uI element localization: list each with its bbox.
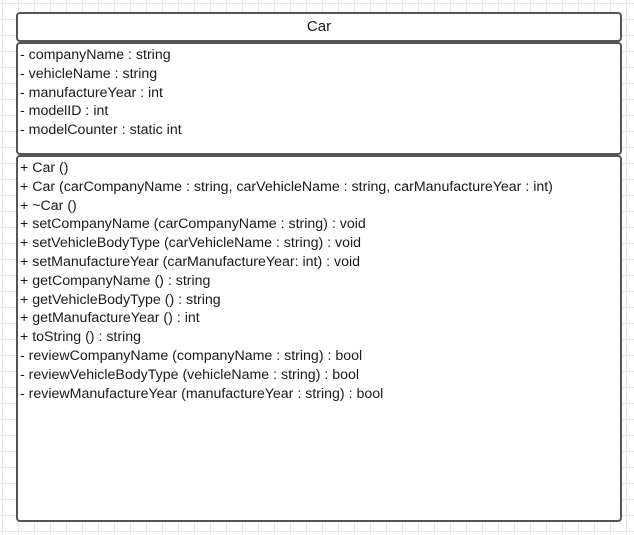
operation-row[interactable]: - reviewManufactureYear (manufactureYear… [20,385,384,402]
operation-row[interactable]: + Car () [20,160,69,176]
attribute-row[interactable]: - modelID : int [20,103,109,120]
operation-row[interactable]: - reviewVehicleBodyType (vehicleName : s… [20,366,360,383]
attribute-row[interactable]: - vehicleName : string [20,65,158,82]
operation-row[interactable]: + setVehicleBodyType (carVehicleName : s… [20,235,362,252]
operation-row[interactable]: + setCompanyName (carCompanyName : strin… [20,216,366,233]
operation-row[interactable]: + setManufactureYear (carManufactureYear… [20,253,361,270]
operation-row[interactable]: + toString () : string [20,329,142,346]
class-name: Car [306,18,332,35]
operation-row[interactable]: + Car (carCompanyName : string, carVehic… [20,178,553,195]
operation-row[interactable]: + getVehicleBodyType () : string [20,291,221,308]
operation-row[interactable]: + ~Car () [20,197,77,214]
operation-row[interactable]: - reviewCompanyName (companyName : strin… [20,347,363,364]
operation-row[interactable]: + getManufactureYear () : int [20,310,200,327]
attributes-compartment[interactable]: - companyName : string - vehicleName : s… [16,42,622,155]
attribute-row[interactable]: - modelCounter : static int [20,122,182,139]
attribute-row[interactable]: - companyName : string [20,47,171,63]
operations-compartment[interactable]: + Car () + Car (carCompanyName : string,… [16,155,622,522]
operation-row[interactable]: + getCompanyName () : string [20,272,211,289]
class-name-header[interactable]: Car [16,12,622,42]
attribute-row[interactable]: - manufactureYear : int [20,84,164,101]
